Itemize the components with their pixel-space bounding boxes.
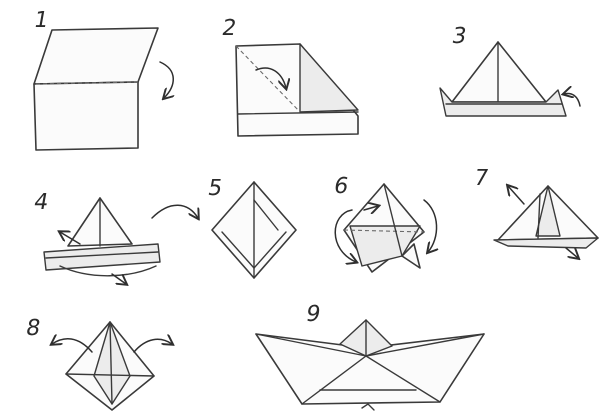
step-8-illustration (52, 322, 172, 410)
step-4-illustration (44, 198, 198, 284)
step-9-illustration (256, 320, 484, 410)
step-5-illustration (212, 182, 296, 278)
step-6-illustration (335, 184, 436, 272)
step-7-illustration (494, 186, 598, 258)
step-1-illustration (34, 28, 173, 150)
step-3-illustration (440, 42, 580, 116)
step-2-illustration (236, 44, 358, 136)
